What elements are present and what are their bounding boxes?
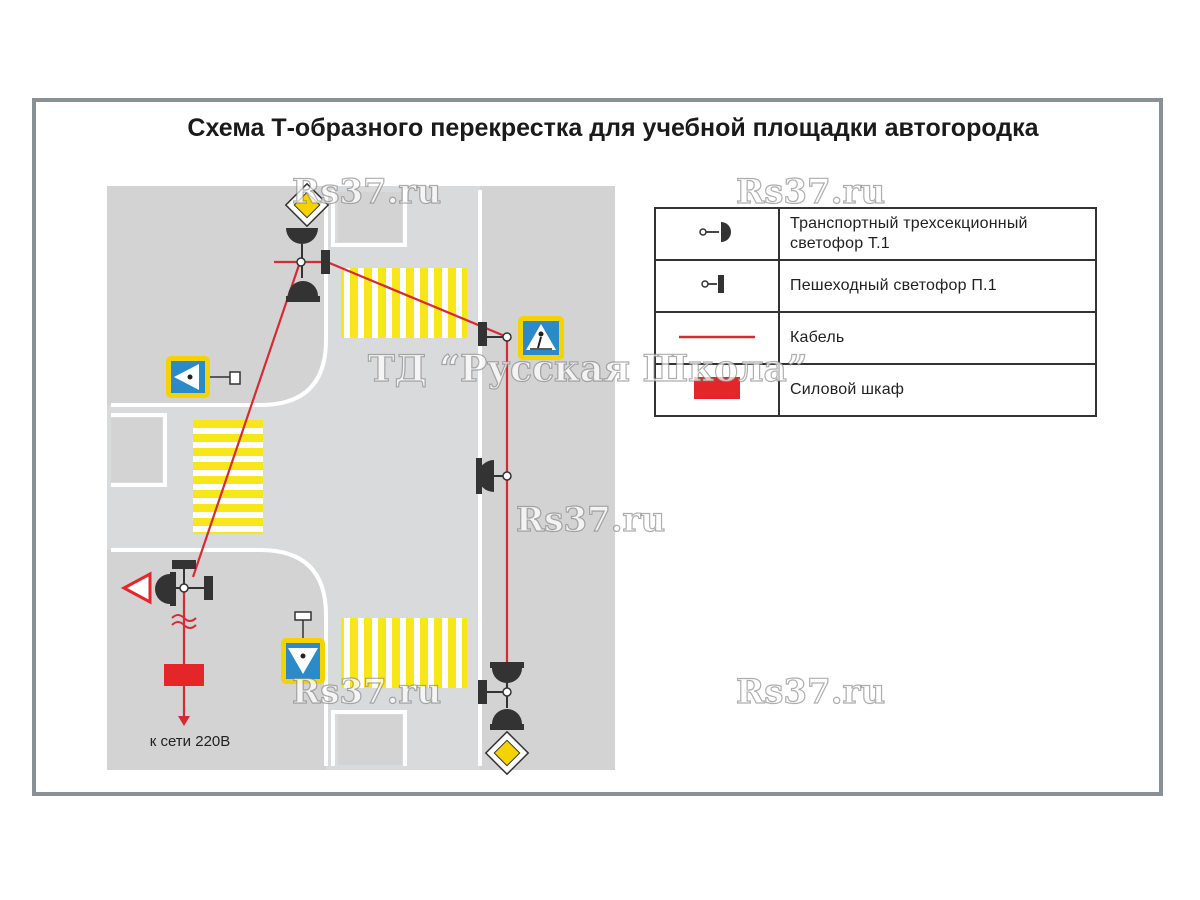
island-west	[111, 418, 162, 482]
signal-junction-south-east	[502, 687, 512, 697]
vehicle-signal-east	[476, 458, 512, 494]
legend-table: Транспортный трехсекционный светофор Т.1…	[654, 207, 1097, 417]
pedestrian-signal-west-top	[172, 560, 196, 584]
pedestrian-signal-east-top	[478, 322, 512, 346]
vehicle-signal-south-east-2	[490, 696, 524, 730]
legend-symbol-cell	[654, 259, 780, 313]
pedestrian-signal-icon	[701, 274, 724, 293]
pedestrian-signal-west-right	[188, 576, 213, 600]
pedestrian-signal-north	[321, 250, 330, 274]
curb-northwest	[111, 190, 328, 407]
sidewalk-east	[480, 186, 615, 770]
curb-southwest	[111, 548, 328, 766]
legend-label: Кабель	[778, 311, 1097, 365]
legend-label: Транспортный трехсекционный светофор Т.1	[778, 207, 1097, 261]
yield-sign-west	[120, 571, 152, 605]
crosswalk-sign-east	[518, 316, 564, 360]
cable-break-mark	[171, 614, 197, 629]
diagram-title: Схема Т-образного перекрестка для учебно…	[187, 114, 1039, 142]
crosswalk-sign-south	[281, 611, 325, 684]
vehicle-signal-north	[286, 228, 318, 258]
lane-mark-west	[111, 413, 167, 487]
legend-label: Пешеходный светофор П.1	[778, 259, 1097, 313]
main-road-sign-north	[284, 182, 330, 228]
crosswalk-north	[341, 268, 467, 338]
cable-line-icon	[679, 335, 755, 339]
power-cabinet	[164, 664, 204, 686]
vehicle-signal-icon	[699, 221, 731, 242]
legend-label: Силовой шкаф	[778, 363, 1097, 417]
power-arrow-icon	[178, 716, 190, 726]
power-cabinet-icon	[694, 376, 740, 399]
vehicle-signal-south-east	[490, 662, 524, 688]
crosswalk-sign-west	[166, 356, 241, 398]
legend-row: Пешеходный светофор П.1	[654, 259, 1097, 313]
legend-row: Транспортный трехсекционный светофор Т.1	[654, 207, 1097, 261]
power-label: к сети 220В	[150, 733, 231, 750]
cable-line	[191, 260, 509, 690]
legend-symbol-cell	[654, 311, 780, 365]
signal-junction-north	[296, 257, 306, 267]
legend-symbol-cell	[654, 363, 780, 417]
pedestrian-signal-south-east	[478, 680, 503, 704]
signal-junction-west	[179, 583, 189, 593]
island-north	[338, 192, 402, 242]
sidewalk-northwest	[107, 186, 326, 405]
legend-row: Силовой шкаф	[654, 363, 1097, 417]
vehicle-signal-north-2	[286, 266, 320, 302]
island-south	[338, 715, 402, 765]
legend-symbol-cell	[654, 207, 780, 261]
lane-mark-north	[331, 190, 407, 247]
crosswalk-south	[341, 618, 467, 688]
main-road-sign-south	[484, 730, 530, 776]
sidewalk-southwest	[107, 550, 326, 770]
lane-mark-south	[331, 710, 407, 766]
legend-row: Кабель	[654, 311, 1097, 365]
